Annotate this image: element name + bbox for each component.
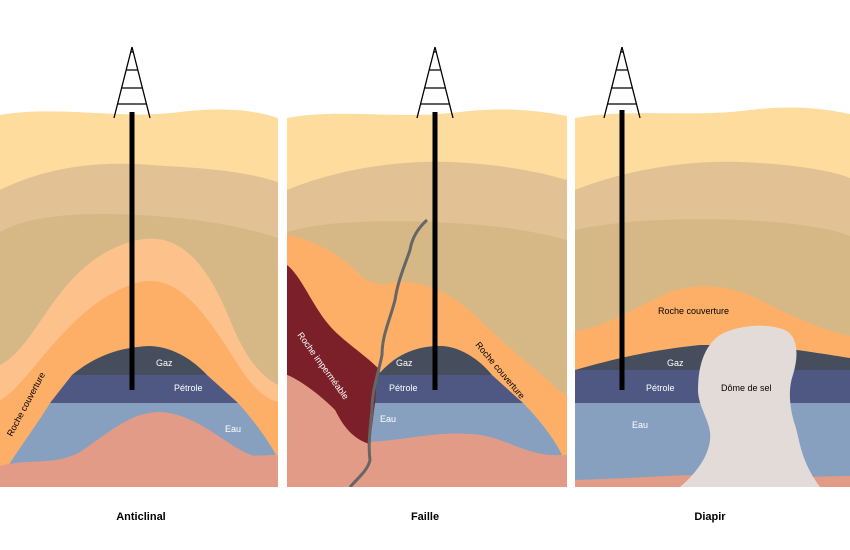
- oil-zone: [50, 375, 238, 403]
- bedrock-left: [287, 375, 372, 487]
- gas-label: Gaz: [156, 358, 173, 368]
- oil-zone: [375, 375, 523, 403]
- panel-faille: [287, 109, 567, 487]
- caption-anticlinal: Anticlinal: [116, 511, 166, 523]
- panel-anticlinal: [0, 109, 278, 488]
- well-pipe: [129, 110, 625, 390]
- bedrock: [0, 412, 278, 487]
- water-label: Eau: [380, 414, 396, 424]
- derrick-icon: [113, 46, 641, 119]
- oil-label: Pétrole: [174, 383, 203, 393]
- impermeable-rock: [287, 265, 380, 445]
- water-zone: [370, 403, 562, 456]
- bedrock: [365, 433, 567, 487]
- salt-dome-label: Dôme de sel: [721, 383, 772, 393]
- gas-zone: [72, 346, 207, 375]
- water-label: Eau: [225, 424, 241, 434]
- gas-label: Gaz: [396, 358, 413, 368]
- fault-line: [348, 218, 429, 487]
- water-label: Eau: [632, 420, 648, 430]
- caption-diapir: Diapir: [694, 511, 726, 523]
- caption-faille: Faille: [411, 511, 439, 523]
- panel-diapir: [575, 107, 850, 487]
- gas-label: Gaz: [667, 358, 684, 368]
- oil-label: Pétrole: [389, 383, 418, 393]
- salt-dome: [680, 325, 820, 487]
- cap-rock-label: Roche couverture: [658, 306, 729, 316]
- oil-label: Pétrole: [646, 383, 675, 393]
